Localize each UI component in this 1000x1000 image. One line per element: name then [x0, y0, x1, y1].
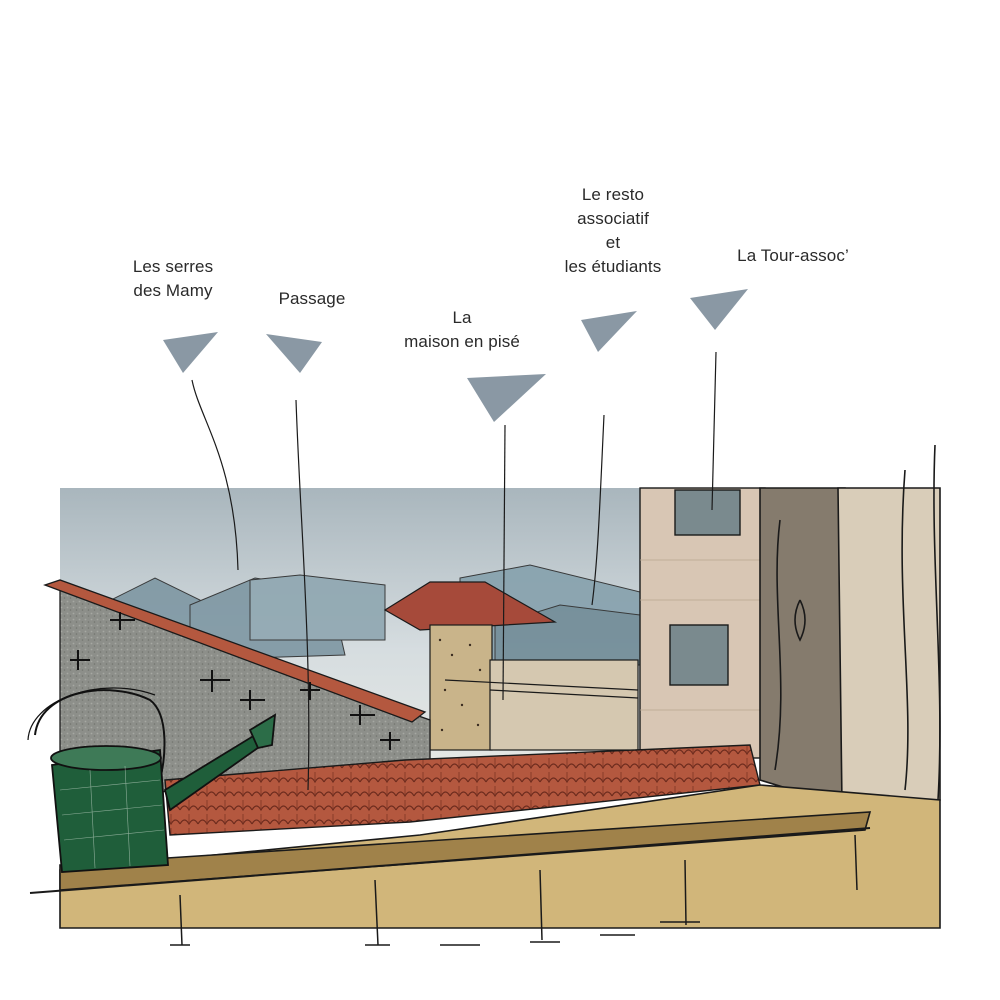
label-tour: La Tour-assoc’	[737, 246, 849, 265]
leader-resto	[591, 414, 605, 606]
label-maison: La maison en pisé	[404, 308, 520, 351]
leader-serres	[191, 379, 239, 571]
markers	[163, 289, 748, 422]
window-sill	[29, 784, 941, 946]
leader-maison	[502, 424, 506, 701]
leader-lines	[191, 351, 717, 791]
leader-tour	[711, 351, 717, 511]
watering-can	[27, 687, 277, 873]
label-passage: Passage	[278, 289, 346, 308]
marker-tour-icon	[690, 289, 748, 330]
marker-resto-icon	[581, 311, 637, 352]
label-serres: Les serres des Mamy	[132, 257, 214, 300]
marker-passage-icon	[266, 334, 322, 373]
pise-house	[383, 581, 639, 751]
wooden-window-frame	[759, 444, 941, 807]
leader-passage	[295, 399, 310, 791]
tour-assoc-building	[639, 487, 766, 759]
label-resto: Le resto associatif et les étudiants	[564, 185, 662, 276]
marker-serres-icon	[163, 332, 218, 373]
marker-maison-icon	[467, 374, 546, 422]
left-stone-wall	[43, 579, 431, 801]
